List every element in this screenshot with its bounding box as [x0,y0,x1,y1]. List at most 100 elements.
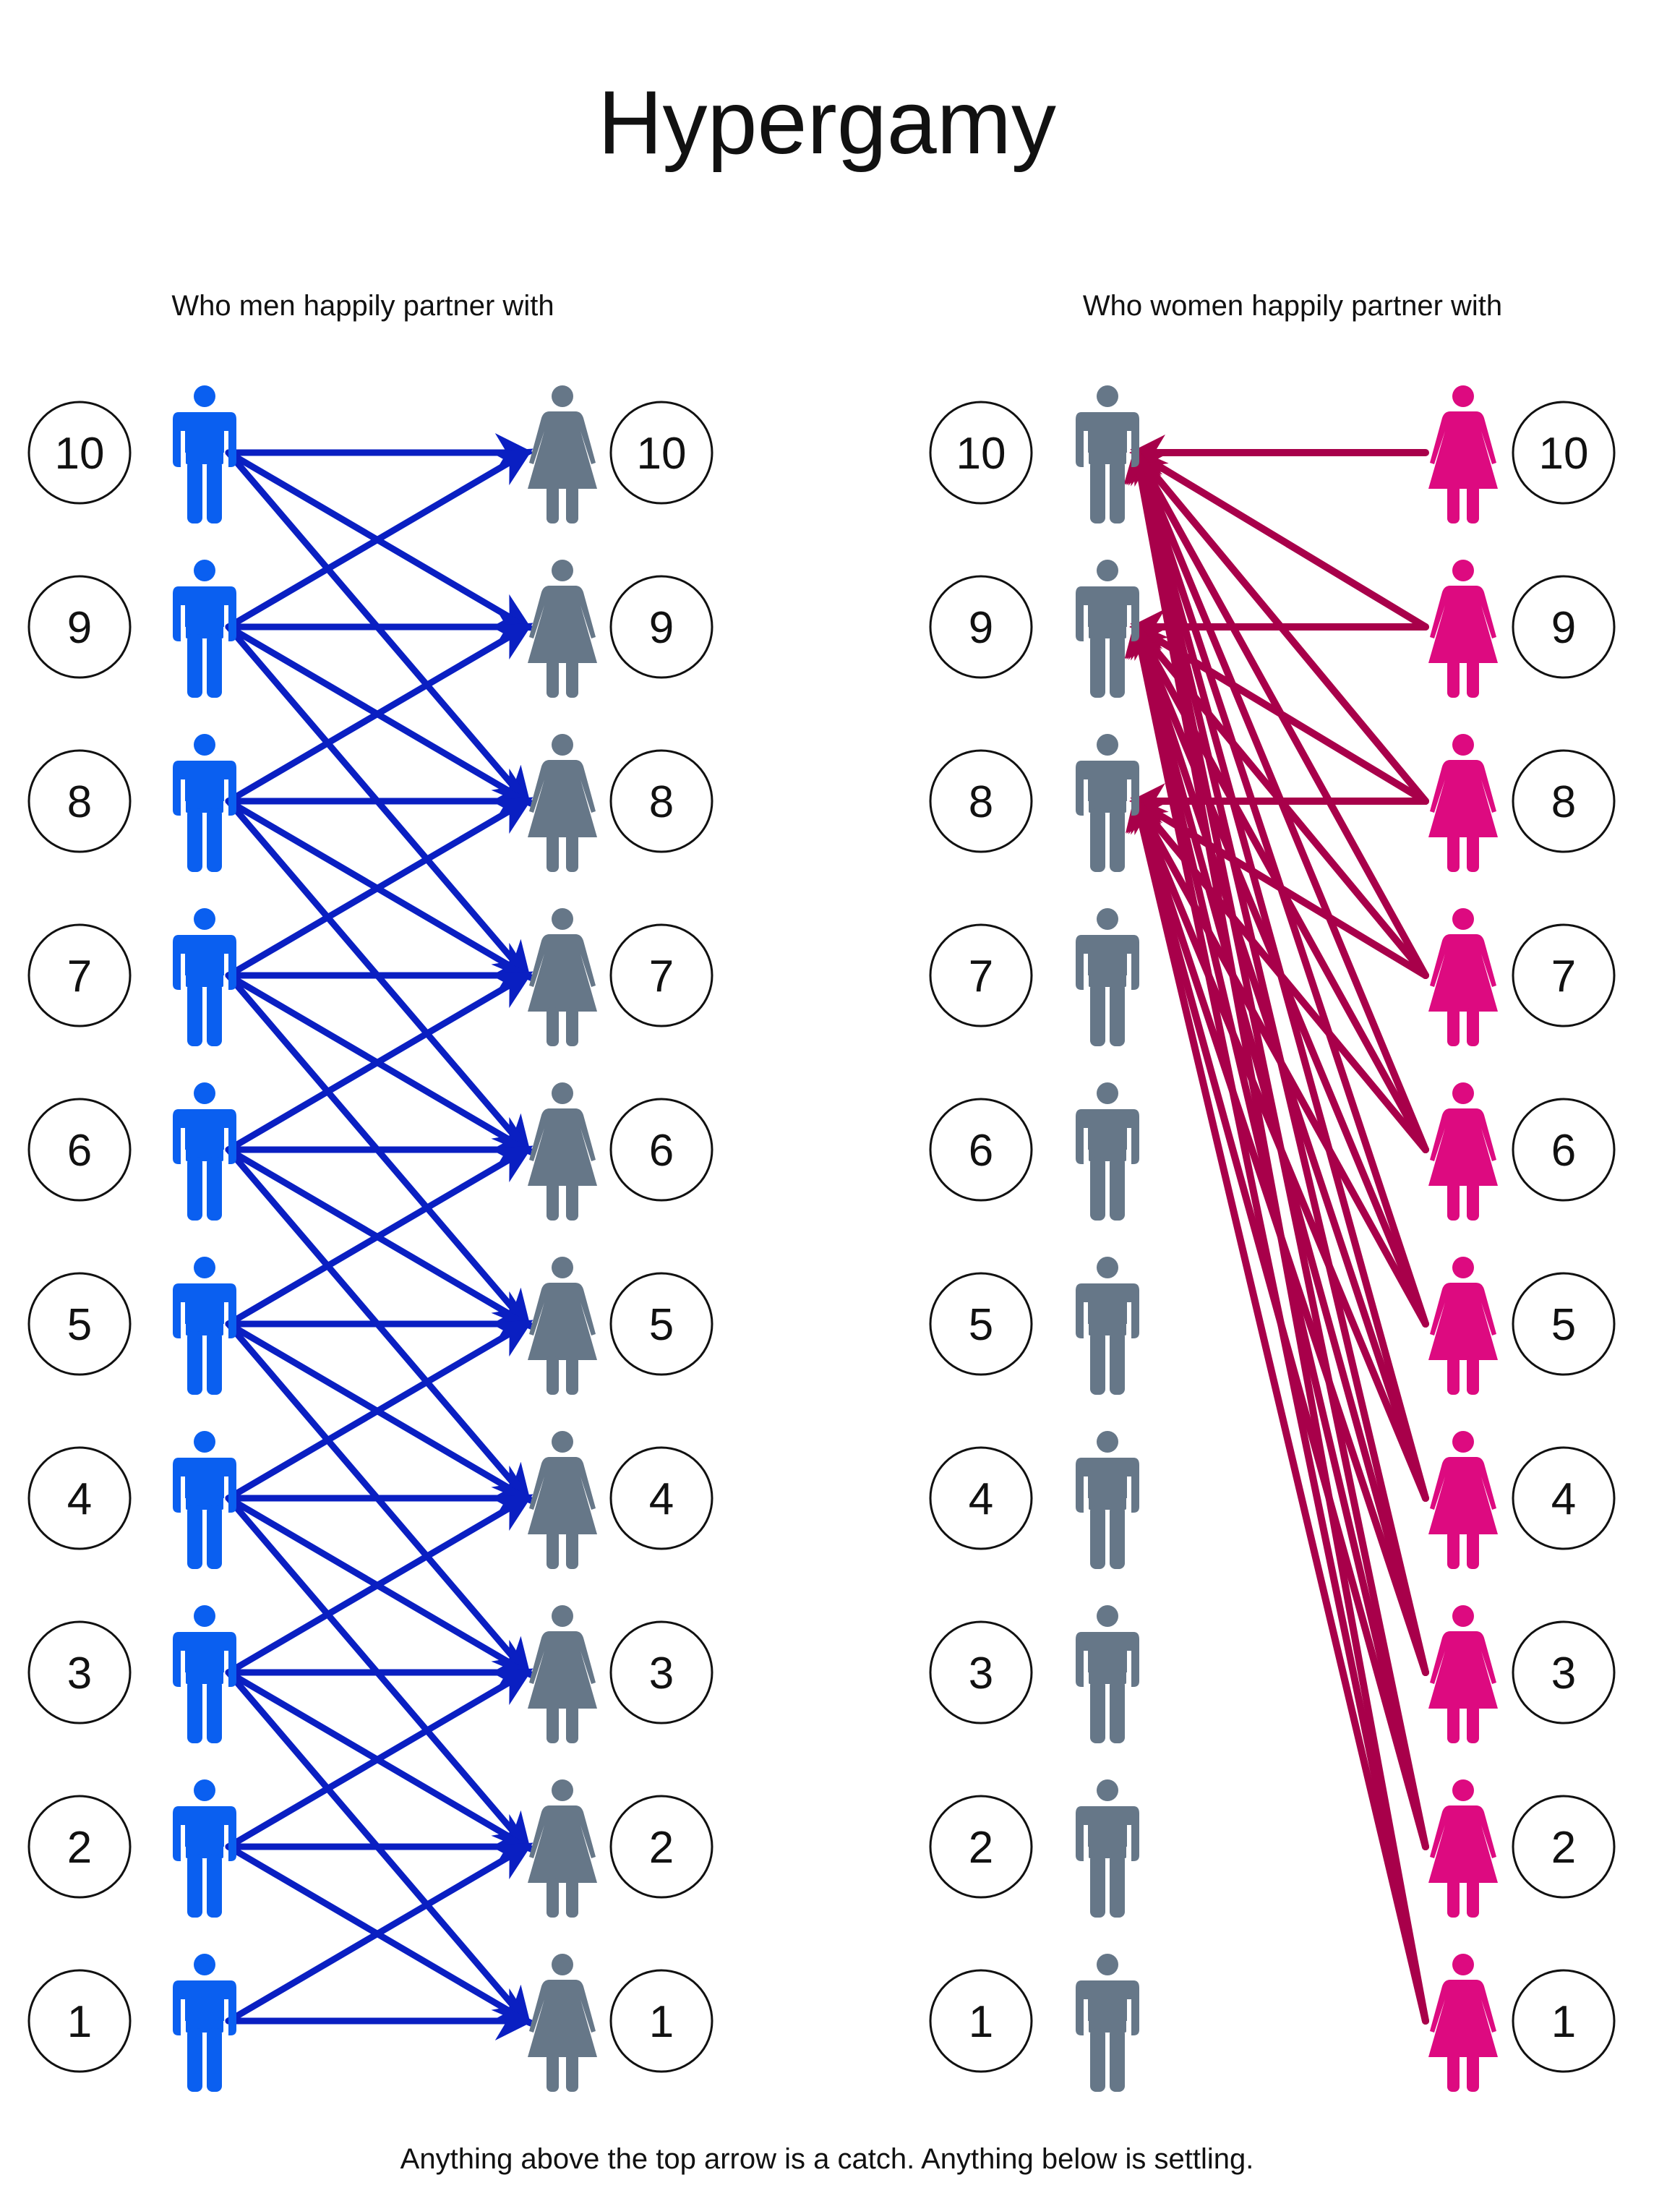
left-man-rating-badge-4-circle [27,1446,132,1550]
man-icon [1076,1082,1139,1221]
men-preference-arrow-2-to-3 [225,1668,533,1850]
left-woman-rating-badge-3: 3 [609,1620,713,1725]
woman-icon [528,1954,597,2092]
women-preference-arrow-1-to-9 [1124,620,1429,2025]
left-man-rating-badge-7-label: 7 [67,952,92,1001]
left-man-rating-badge-8-label: 8 [67,777,92,827]
right-woman-rating-badge-4-circle [1512,1446,1616,1550]
woman-icon [1428,734,1498,872]
right-man-rating-badge-6-label: 6 [969,1126,993,1176]
left-woman-rating-badge-8: 8 [609,749,713,853]
right-man-rating-badge-9-circle [929,575,1033,679]
left-woman-rating-badge-4: 4 [609,1446,713,1550]
left-panel-heading: Who men happily partner with [171,290,554,322]
right-man-rating-badge-5: 5 [929,1272,1033,1376]
right-man-rating-badge-4-circle [929,1446,1033,1550]
right-man-rating-badge-7: 7 [929,923,1033,1027]
woman-icon [1428,1954,1498,2092]
women-preference-arrow-4-to-10 [1126,445,1429,1502]
left-man-rating-badge-1-circle [27,1969,132,2073]
right-man-rating-badge-8: 8 [929,749,1033,853]
man-icon [1076,385,1139,523]
woman-icon [528,1605,597,1743]
right-woman-rating-badge-7-label: 7 [1551,952,1576,1001]
right-woman-rating-badge-9-label: 9 [1551,603,1576,653]
right-woman-rating-badge-9-circle [1512,575,1616,679]
man-icon [1076,908,1139,1046]
right-woman-rating-badge-6: 6 [1512,1098,1616,1202]
right-woman-rating-badge-6-circle [1512,1098,1616,1202]
right-man-rating-badge-8-circle [929,749,1033,853]
left-man-rating-badge-8-circle [27,749,132,853]
right-woman-rating-badge-4-label: 4 [1551,1474,1576,1524]
left-woman-rating-badge-3-circle [609,1620,713,1725]
right-man-rating-badge-4: 4 [929,1446,1033,1550]
woman-icon [528,1082,597,1221]
left-man-rating-badge-10: 10 [27,401,132,505]
left-man-rating-badge-5-circle [27,1272,132,1376]
left-man-rating-badge-9-label: 9 [67,603,92,653]
right-woman-rating-badge-2-label: 2 [1551,1823,1576,1873]
right-woman-rating-badge-1-label: 1 [1551,1997,1576,2047]
right-man-rating-badge-3: 3 [929,1620,1033,1725]
left-woman-rating-badge-6: 6 [609,1098,713,1202]
left-man-rating-badge-6: 6 [27,1098,132,1202]
left-man-rating-badge-7-circle [27,923,132,1027]
left-man-rating-badge-10-label: 10 [55,429,105,479]
right-man-rating-badge-2-circle [929,1795,1033,1899]
right-woman-rating-badge-1: 1 [1512,1969,1616,2073]
left-woman-rating-badge-6-label: 6 [649,1126,674,1176]
woman-icon [528,734,597,872]
men-preference-arrow-9-to-10 [225,448,533,631]
men-preference-arrow-8-to-9 [225,623,533,805]
right-man-rating-badge-9: 9 [929,575,1033,679]
left-man-rating-badge-8: 8 [27,749,132,853]
left-man-rating-badge-1-label: 1 [67,1997,92,2047]
right-woman-rating-badge-5: 5 [1512,1272,1616,1376]
man-icon [1076,1779,1139,1918]
right-woman-rating-badge-4: 4 [1512,1446,1616,1550]
woman-icon [1428,385,1498,523]
right-man-rating-badge-6-circle [929,1098,1033,1202]
woman-icon [1428,560,1498,698]
women-preference-arrow-1-to-8 [1125,794,1429,2025]
right-man-rating-badge-8-label: 8 [969,777,993,827]
right-man-rating-badge-9-label: 9 [969,603,993,653]
woman-icon [528,1779,597,1918]
left-woman-rating-badge-1: 1 [609,1969,713,2073]
right-woman-rating-badge-3-label: 3 [1551,1649,1576,1698]
left-woman-rating-badge-10: 10 [609,401,713,505]
left-woman-rating-badge-5: 5 [609,1272,713,1376]
left-woman-rating-badge-2: 2 [609,1795,713,1899]
left-arrow-layer [225,433,534,2040]
right-man-rating-badge-5-circle [929,1272,1033,1376]
right-man-rating-badge-5-label: 5 [969,1300,993,1350]
woman-icon [528,560,597,698]
right-man-rating-badge-7-circle [929,923,1033,1027]
women-preference-arrow-5-to-10 [1128,445,1429,1328]
left-man-rating-badge-7: 7 [27,923,132,1027]
left-woman-rating-badge-7-label: 7 [649,952,674,1001]
right-man-rating-badge-10-label: 10 [956,429,1006,479]
men-preference-arrow-5-to-6 [225,1145,533,1328]
right-woman-rating-badge-8: 8 [1512,749,1616,853]
right-man-rating-badge-3-label: 3 [969,1649,993,1698]
man-icon [1076,1954,1139,2092]
right-woman-rating-badge-10-label: 10 [1539,429,1589,479]
man-icon [1076,1431,1139,1569]
left-man-rating-badge-4: 4 [27,1446,132,1550]
left-woman-rating-badge-9-label: 9 [649,603,674,653]
men-preference-arrow-7-to-8 [225,797,533,979]
women-preference-arrow-8-to-10 [1131,447,1429,805]
left-woman-rating-badge-7: 7 [609,923,713,1027]
left-man-rating-badge-5-label: 5 [67,1300,92,1350]
left-woman-rating-badge-5-circle [609,1272,713,1376]
right-woman-rating-badge-5-circle [1512,1272,1616,1376]
left-woman-rating-badge-1-label: 1 [649,1997,674,2047]
men-preference-arrow-3-to-4 [225,1494,533,1676]
right-man-rating-badge-3-circle [929,1620,1033,1725]
right-woman-rating-badge-5-label: 5 [1551,1300,1576,1350]
woman-icon [528,385,597,523]
woman-icon [1428,1605,1498,1743]
